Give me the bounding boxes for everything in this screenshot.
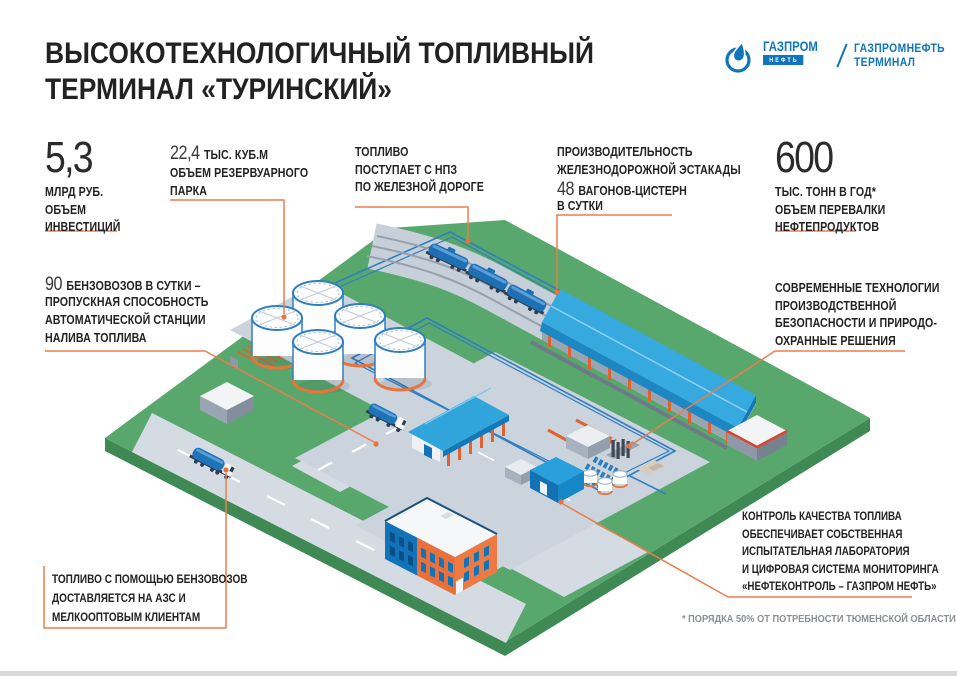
stat-line: МЛРД РУБ.	[45, 185, 104, 199]
callout-line-reservoir	[170, 199, 285, 314]
callout-box-delivery	[43, 473, 227, 629]
title-line2: ТЕРМИНАЛ «ТУРИНСКИЙ»	[45, 73, 392, 106]
laboratory-area	[505, 425, 666, 503]
logo-gazprom-text: ГАЗПРОМ	[763, 39, 818, 54]
gazprom-flame-icon	[725, 40, 751, 73]
quality-lab-building	[530, 457, 584, 503]
stat-reservoir: 22,4 ТЫС. КУБ.М ОБЪЕМ РЕЗЕРВУАРНОГО ПАРК…	[170, 143, 308, 200]
stat-investment: 5,3 МЛРД РУБ. ОБЪЕМ ИНВЕСТИЦИЙ	[45, 133, 121, 237]
callout-quality: КОНТРОЛЬ КАЧЕСТВА ТОПЛИВА ОБЕСПЕЧИВАЕТ С…	[742, 509, 939, 597]
stat-rail-supply: ТОПЛИВО ПОСТУПАЕТ С НПЗ ПО ЖЕЛЕЗНОЙ ДОРО…	[355, 144, 484, 197]
footnote: * ПОРЯДКА 50% ОТ ПОТРЕБНОСТИ ТЮМЕНСКОЙ О…	[682, 613, 956, 625]
stat-rack-value: 48	[557, 179, 575, 200]
callout-line-text: МЕЛКООПТОВЫМ КЛИЕНТАМ	[52, 610, 201, 624]
stat-line: ПАРКА	[170, 183, 207, 198]
stat-line: ОБЪЕМ	[45, 202, 87, 217]
page-title: ВЫСОКОТЕХНОЛОГИЧНЫЙ ТОПЛИВНЫЙ ТЕРМИНАЛ «…	[45, 36, 594, 108]
callout-safety: СОВРЕМЕННЫЕ ТЕХНОЛОГИИ ПРОИЗВОДСТВЕННОЙ …	[775, 280, 939, 350]
stat-throughput: 600 ТЫС. ТОНН В ГОД* ОБЪЕМ ПЕРЕВАЛКИ НЕФ…	[775, 133, 886, 237]
fuel-tank	[373, 327, 432, 392]
logo-neft-text: НЕФТЬ	[763, 55, 804, 65]
callout-line-text: И ЦИФРОВАЯ СИСТЕМА МОНИТОРИНГА	[742, 563, 939, 576]
callout-lines	[43, 199, 912, 629]
callout-line-text: ДОСТАВЛЯЕТСЯ НА АЗС И	[52, 591, 186, 605]
callout-line-text: СОВРЕМЕННЫЕ ТЕХНОЛОГИИ	[775, 281, 940, 295]
stat-line: ТОПЛИВО	[355, 145, 409, 159]
gazprom-wordmark: ГАЗПРОМ НЕФТЬ	[763, 40, 828, 65]
callout-line-text: БЕНЗОВОЗОВ В СУТКИ –	[66, 279, 201, 293]
callout-line-text: ТОПЛИВО С ПОМОЩЬЮ БЕНЗОВОЗОВ	[52, 572, 248, 586]
tanker-truck-road	[189, 447, 236, 480]
train-tank-cars	[425, 243, 547, 315]
window-bottom-bar	[0, 671, 957, 676]
callout-line-rail-supply	[355, 206, 469, 238]
stat-reservoir-value: 22,4	[170, 143, 200, 164]
callout-line-safety	[630, 350, 905, 446]
stat-line: ИНВЕСТИЦИЙ	[45, 220, 121, 234]
callout-line-text: ОБЕСПЕЧИВАЕТ СОБСТВЕННАЯ	[742, 528, 903, 541]
stat-line: НЕФТЕПРОДУКТОВ	[775, 220, 880, 234]
site-building-left	[200, 382, 254, 424]
admin-building	[384, 496, 498, 596]
stat-rack-value-label: ВАГОНОВ-ЦИСТЕРН	[578, 184, 687, 198]
title-line1: ВЫСОКОТЕХНОЛОГИЧНЫЙ ТОПЛИВНЫЙ	[45, 37, 594, 70]
truck-loading-canopy	[365, 387, 509, 466]
stat-reservoir-unit: ТЫС. КУБ.М	[203, 148, 269, 162]
stat-line: ОБЪЕМ ПЕРЕВАЛКИ	[775, 202, 886, 217]
fuel-tank	[291, 329, 350, 394]
company-name: ГАЗПРОМНЕФТЬ ТЕРМИНАЛ	[853, 43, 945, 69]
callout-line-text: БЕЗОПАСНОСТИ И ПРИРОДО-	[775, 316, 938, 330]
tanker-truck	[365, 403, 407, 432]
callout-line-text: «НЕФТЕКОНТРОЛЬ – ГАЗПРОМ НЕФТЬ»	[742, 581, 937, 594]
stat-line: ТЫС. ТОНН В ГОД*	[775, 185, 876, 199]
callout-delivery: ТОПЛИВО С ПОМОЩЬЮ БЕНЗОВОЗОВ ДОСТАВЛЯЕТС…	[52, 570, 248, 627]
stat-line: ПО ЖЕЛЕЗНОЙ ДОРОГЕ	[355, 180, 484, 194]
stat-throughput-value: 600	[775, 133, 834, 182]
callout-line-text: ПРОИЗВОДСТВЕННОЙ	[775, 298, 897, 313]
site-building-right	[726, 415, 788, 461]
gazpromneft-terminal-logo: ГАЗПРОМ НЕФТЬ ГАЗПРОМНЕФТЬ ТЕРМИНАЛ	[722, 40, 955, 76]
stat-line: В СУТКИ	[557, 199, 603, 213]
callout-line-text: КОНТРОЛЬ КАЧЕСТВА ТОПЛИВА	[742, 511, 902, 523]
callout-line-text: ИСПЫТАТЕЛЬНАЯ ЛАБОРАТОРИЯ	[742, 546, 910, 559]
callout-value: 90	[45, 274, 63, 295]
callout-line-quality	[562, 503, 912, 598]
storage-tanks	[250, 280, 432, 394]
logo-divider	[836, 43, 848, 68]
callout-line-text: АВТОМАТИЧЕСКОЙ СТАНЦИИ	[45, 313, 206, 327]
callout-loading-station: 90 БЕНЗОВОЗОВ В СУТКИ – ПРОПУСКНАЯ СПОСО…	[45, 274, 208, 347]
stat-line: ОБЪЕМ РЕЗЕРВУАРНОГО	[170, 166, 309, 180]
stat-line: ПОСТУПАЕТ С НПЗ	[355, 162, 458, 177]
callout-line-rack	[556, 214, 672, 289]
mini-tanks	[582, 469, 628, 496]
stat-line: ЖЕЛЕЗНОДОРОЖНОЙ ЭСТАКАДЫ	[557, 162, 741, 177]
callout-line-text: ПРОПУСКНАЯ СПОСОБНОСТЬ	[45, 295, 209, 309]
stat-rack-capacity: ПРОИЗВОДИТЕЛЬНОСТЬ ЖЕЛЕЗНОДОРОЖНОЙ ЭСТАК…	[557, 144, 741, 216]
stat-investment-value: 5,3	[45, 133, 94, 182]
filter-columns	[611, 437, 630, 459]
callout-line-loading-station	[45, 350, 375, 443]
callout-line-text: НАЛИВА ТОПЛИВА	[45, 331, 147, 345]
callout-line-text: ОХРАННЫЕ РЕШЕНИЯ	[775, 333, 896, 348]
stat-line: ПРОИЗВОДИТЕЛЬНОСТЬ	[557, 145, 693, 159]
